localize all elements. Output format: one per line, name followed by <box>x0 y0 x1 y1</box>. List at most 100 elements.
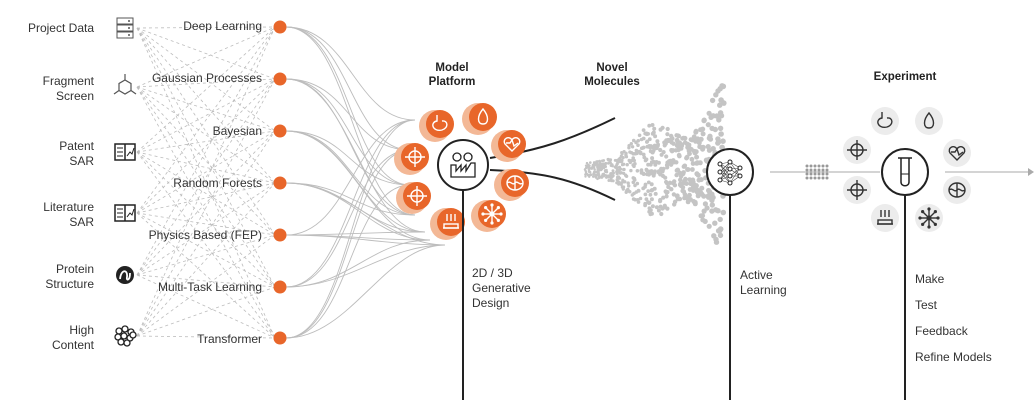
molecule-dot <box>593 168 596 171</box>
molecule-dot <box>594 173 597 176</box>
molecule-dot <box>656 169 661 174</box>
molecule-dot <box>669 140 674 145</box>
molecule-dot <box>664 194 669 199</box>
source-model-link <box>136 26 276 88</box>
molecule-dot <box>694 171 700 177</box>
network-icon <box>915 204 943 232</box>
experiment-circle <box>881 148 929 196</box>
molecule-dot <box>604 162 608 165</box>
molecule-dot <box>664 179 669 185</box>
molecule-dot <box>665 165 670 170</box>
molecule-dot <box>685 167 691 172</box>
source-model-link <box>136 78 276 337</box>
source-model-link <box>136 27 276 184</box>
model-platform-curve <box>285 119 416 288</box>
molecule-dot <box>690 179 695 185</box>
molecule-dot <box>664 154 669 159</box>
stomach-icon <box>426 110 454 138</box>
molecule-dot <box>715 140 721 146</box>
source-label-project-data: Project Data <box>27 21 94 35</box>
molecule-dot <box>682 179 687 184</box>
molecule-dot <box>632 176 637 181</box>
molecule-dot <box>607 179 611 182</box>
source-label-patent-sar: Patent SAR <box>59 139 94 168</box>
batch-dot <box>821 168 825 172</box>
molecule-dot <box>673 148 679 153</box>
molecule-dot <box>696 140 702 146</box>
source-model-link <box>136 130 276 276</box>
molecule-dot <box>652 126 657 131</box>
source-model-link <box>136 86 276 236</box>
molecule-dot <box>609 158 613 162</box>
molecule-dot <box>633 197 638 202</box>
molecule-dot <box>655 139 660 144</box>
molecule-dot <box>717 102 723 108</box>
molecule-dot <box>621 187 625 191</box>
molecule-dot <box>641 152 646 157</box>
target-icon <box>401 143 429 171</box>
source-model-link <box>136 26 276 153</box>
model-platform-curve <box>285 78 426 233</box>
molecule-dot <box>627 146 631 150</box>
molecule-dot <box>584 175 587 178</box>
model-platform-curve <box>285 244 446 288</box>
molecule-dot <box>596 160 599 163</box>
source-model-link <box>136 78 276 276</box>
molecule-dot <box>682 163 688 169</box>
stomach-icon <box>871 107 899 135</box>
molecule-dot <box>654 160 659 164</box>
heart-icon <box>498 130 526 158</box>
molecule-dot <box>689 156 695 162</box>
model-platform-curve <box>285 26 411 186</box>
molecule-dot <box>720 83 727 90</box>
source-model-link <box>136 182 276 276</box>
model-label-multi-task-learning: Multi-Task Learning <box>157 280 262 294</box>
molecule-dot <box>588 175 591 178</box>
batch-dot <box>825 172 829 176</box>
step-test: Test <box>915 298 938 312</box>
molecule-dot <box>631 156 635 160</box>
molecule-dot <box>641 136 646 141</box>
model-dot <box>273 124 287 138</box>
molecule-dot <box>641 186 646 191</box>
source-model-link <box>136 182 276 337</box>
molecule-dot <box>593 163 597 167</box>
molecule-dot <box>630 159 634 163</box>
model-dot <box>273 20 287 34</box>
molecule-dot <box>661 150 666 155</box>
model-platform-curve <box>285 244 446 339</box>
molecule-dot <box>648 192 653 197</box>
model-platform <box>394 103 616 400</box>
molecule-dot <box>691 199 697 204</box>
molecule-dot <box>680 188 685 194</box>
batch-dot <box>809 172 813 176</box>
molecule-dot <box>588 170 592 174</box>
model-platform-curve <box>285 231 426 236</box>
molecule-dot <box>698 177 704 183</box>
model-dot <box>273 280 287 294</box>
molecule-dot <box>616 180 620 184</box>
molecule-dot <box>697 160 703 166</box>
molecule-dot <box>624 174 629 178</box>
molecule-dot <box>660 206 665 211</box>
molecule-dot <box>648 162 653 167</box>
molecule-dot <box>690 167 695 172</box>
molecule-dot <box>629 151 634 155</box>
batch-dot <box>825 168 829 172</box>
active-learning-circle <box>706 148 754 196</box>
source-model-link <box>136 27 276 132</box>
model-label-transformer: Transformer <box>197 332 262 346</box>
brain-icon <box>501 169 529 197</box>
model-label-deep-learning: Deep Learning <box>183 19 262 33</box>
source-icons <box>113 17 137 347</box>
molecule-dot <box>615 178 619 182</box>
molecule-dot <box>654 205 659 210</box>
molecule-dot <box>617 165 622 169</box>
molecule-dot <box>608 161 612 164</box>
molecule-dot <box>639 171 644 175</box>
molecule-dot <box>706 187 712 194</box>
network-icon <box>478 200 506 228</box>
source-model-link <box>136 78 276 153</box>
molecule-dot <box>596 171 599 174</box>
